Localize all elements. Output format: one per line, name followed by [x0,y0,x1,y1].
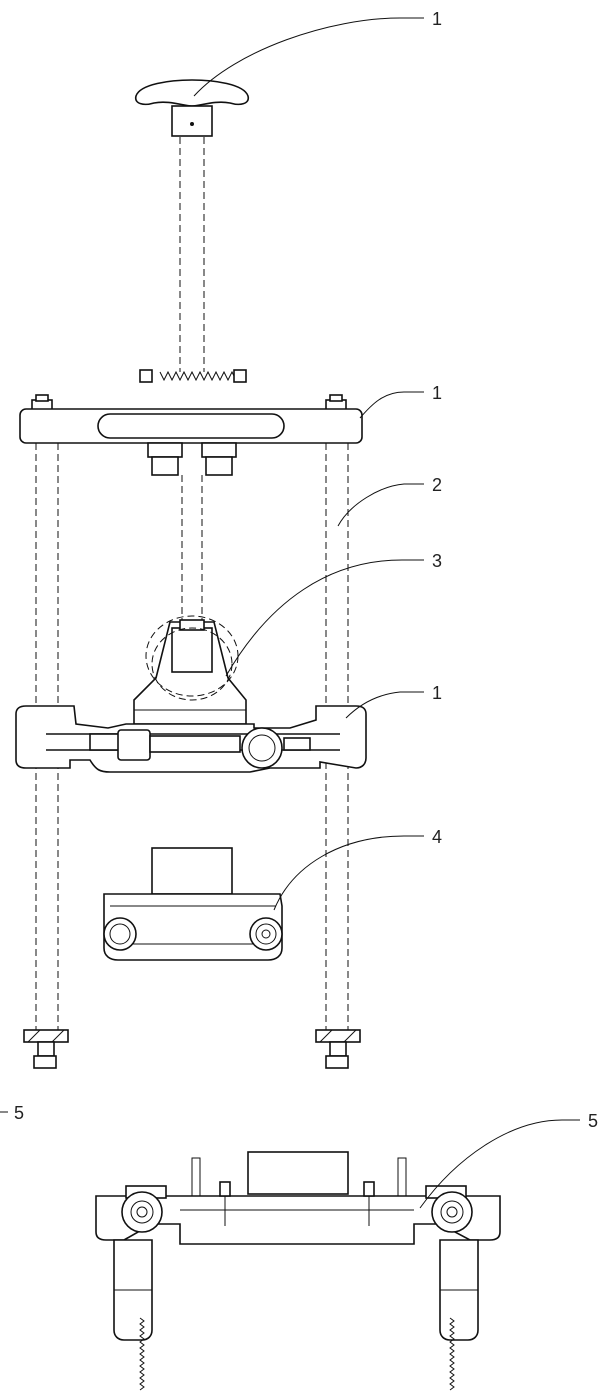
bottom-block [103,847,283,961]
callout-cylinder: 3 [432,551,442,571]
callout-bottom-right: 5 [588,1111,598,1131]
cylinder-part [133,615,247,725]
callout-bottom-left: 5 [14,1103,24,1123]
top-knob [134,79,250,137]
callout-guide-rods: 2 [432,475,442,495]
middle-plate [15,705,367,773]
callout-knob-top: 1 [432,9,442,29]
lower-assembly [95,1151,501,1391]
top-plate [19,369,363,476]
callout-bottom-block: 4 [432,827,442,847]
central-shaft [179,137,205,622]
guide-rods [35,443,349,1030]
callout-top-plate: 1 [432,383,442,403]
leader-lines [0,17,580,1209]
rod-feet [23,1029,361,1069]
callout-middle-plate: 1 [432,683,442,703]
